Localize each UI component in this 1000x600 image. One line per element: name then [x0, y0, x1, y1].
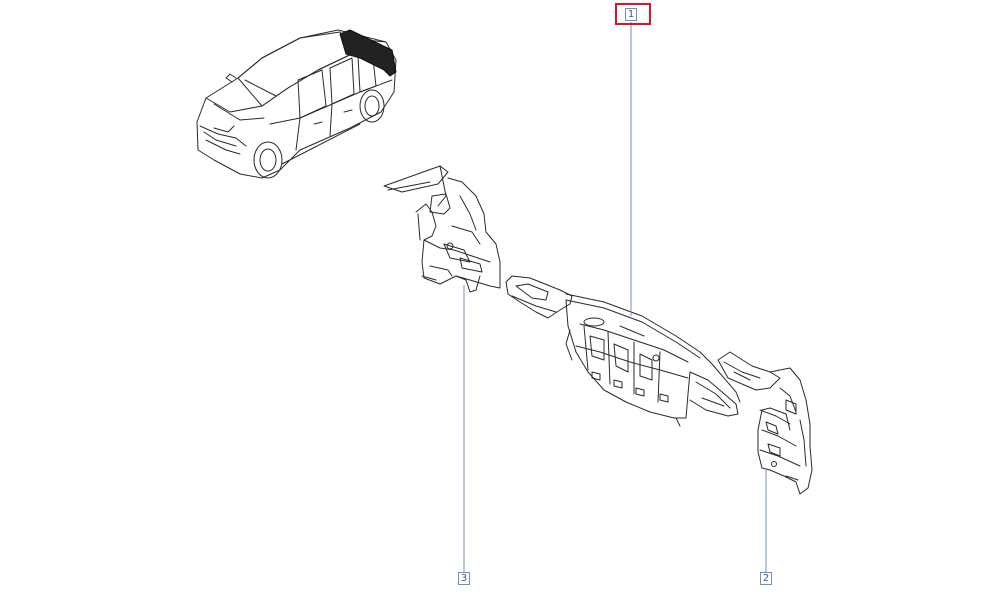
part-2-right-inner-panel: [717, 351, 813, 495]
callout-part-2[interactable]: 2: [760, 572, 772, 585]
part-1-rear-end-panel: [505, 275, 741, 427]
vehicle-thumbnail: [196, 29, 397, 179]
callout-part-3[interactable]: 3: [458, 572, 470, 585]
leader-lines: [463, 22, 767, 572]
part-3-left-inner-panel: [383, 165, 501, 293]
callout-part-1[interactable]: 1: [625, 8, 637, 21]
